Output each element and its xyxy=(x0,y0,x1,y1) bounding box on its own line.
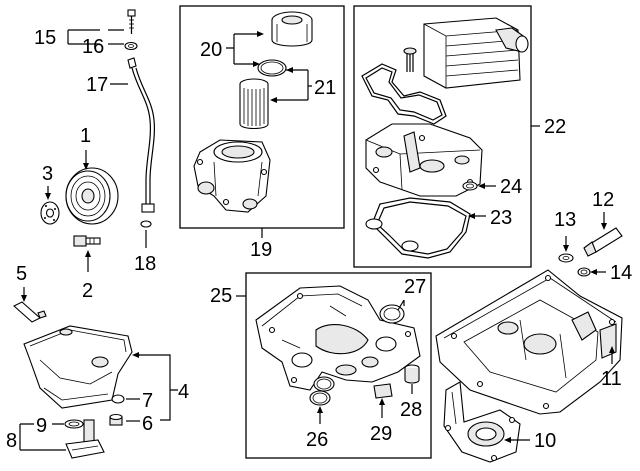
filter-cap-part-20 xyxy=(271,11,313,47)
callout-25: 25 xyxy=(210,285,232,307)
callout-7: 7 xyxy=(142,390,153,412)
callout-17: 17 xyxy=(86,74,108,96)
callout-11: 11 xyxy=(601,368,622,390)
cooler-adapter-part-22 xyxy=(365,123,483,197)
oil-cooler-part-22 xyxy=(423,17,529,89)
callout-18: 18 xyxy=(134,253,156,275)
oring-part-18 xyxy=(140,220,152,228)
callout-4: 4 xyxy=(178,381,189,403)
callout-16: 16 xyxy=(82,36,104,58)
oring-part-26 xyxy=(309,376,335,406)
oring-part-20 xyxy=(257,59,287,77)
intake-manifold-part-25 xyxy=(255,285,421,391)
spacer-part-3 xyxy=(40,201,60,225)
callout-13: 13 xyxy=(554,209,576,231)
callout-1: 1 xyxy=(80,125,91,147)
callout-21: 21 xyxy=(314,77,336,99)
callout-29: 29 xyxy=(370,423,392,445)
plug-part-28 xyxy=(404,364,420,384)
filter-element-part-21 xyxy=(239,78,269,130)
upper-oil-pan-part-11 xyxy=(435,269,623,415)
pulley-part-1 xyxy=(65,167,119,225)
group-box-22 xyxy=(353,5,532,268)
bolt-part-2 xyxy=(73,235,101,247)
oil-level-sensor-part-8 xyxy=(65,419,105,459)
callout-12: 12 xyxy=(592,189,614,211)
callout-20: 20 xyxy=(200,39,222,61)
sealant-tube-part-5 xyxy=(13,301,47,323)
callout-2: 2 xyxy=(82,280,93,302)
oring-part-24 xyxy=(462,181,478,191)
callout-8: 8 xyxy=(6,430,17,452)
seal-part-9 xyxy=(64,419,84,429)
callout-9: 9 xyxy=(36,415,47,437)
callout-19: 19 xyxy=(250,239,272,261)
callout-10: 10 xyxy=(534,430,556,452)
dipstick-tube-part-17 xyxy=(127,57,156,213)
filter-housing-part-19 xyxy=(193,139,271,213)
callout-22: 22 xyxy=(544,116,566,138)
washer-part-7 xyxy=(111,394,125,404)
oil-pan-part-4 xyxy=(23,325,133,409)
sealant-tube-part-12 xyxy=(583,227,623,257)
callout-3: 3 xyxy=(42,163,53,185)
group-box-25 xyxy=(245,272,432,459)
drain-plug-part-6 xyxy=(109,413,123,426)
callout-27: 27 xyxy=(404,276,426,298)
callout-28: 28 xyxy=(400,399,422,421)
gasket-part-23 xyxy=(365,197,471,259)
callout-14: 14 xyxy=(610,262,632,284)
callout-23: 23 xyxy=(490,207,512,229)
callout-26: 26 xyxy=(306,429,328,451)
callout-5: 5 xyxy=(16,263,27,285)
oil-pump-part-10 xyxy=(443,381,521,463)
washer-part-16 xyxy=(124,41,138,51)
bolt-part-22 xyxy=(403,47,417,72)
callout-15: 15 xyxy=(34,27,56,49)
oring-part-14 xyxy=(577,267,591,277)
callout-24: 24 xyxy=(500,176,522,198)
seal-part-29 xyxy=(373,383,393,399)
gasket-part-27 xyxy=(379,304,405,324)
callout-6: 6 xyxy=(142,413,153,435)
washer-part-13 xyxy=(558,253,574,263)
cooler-gasket-part-22 xyxy=(361,63,447,125)
bolt-part-15 xyxy=(127,9,136,34)
